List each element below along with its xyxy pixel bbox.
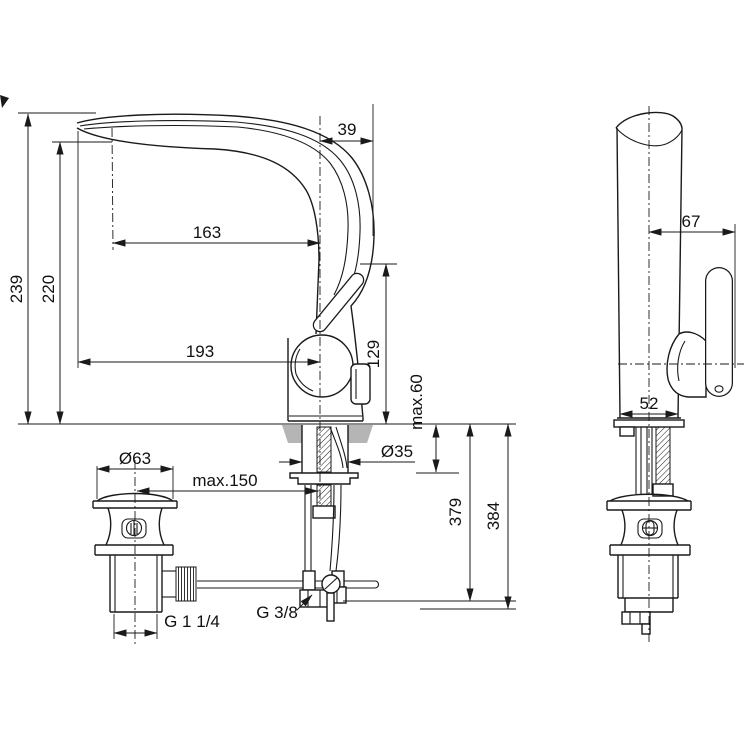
dim-379: 379 (446, 498, 465, 526)
dim-163: 163 (193, 223, 221, 242)
dim-max60: max.60 (407, 374, 426, 430)
dim-239: 239 (7, 275, 26, 303)
faucet-front-body (76, 113, 375, 422)
dimensions: 239 220 163 193 39 129 max.60 Ø63 Ø35 ma… (0, 95, 736, 639)
popup-waste-front (92, 492, 197, 613)
side-outlet-front (350, 363, 371, 405)
dim-dia35: Ø35 (381, 442, 413, 461)
centerlines (111, 106, 744, 646)
dim-52: 52 (640, 394, 659, 413)
dim-max150: max.150 (192, 471, 257, 490)
underdeck-front (197, 425, 380, 622)
dim-dia63: Ø63 (119, 449, 151, 468)
dim-39: 39 (338, 120, 357, 139)
surface-arrow (0, 95, 9, 108)
dim-g38: G 3/8 (256, 603, 298, 622)
faucet-side-body (615, 111, 733, 419)
side-view (606, 111, 733, 635)
cartridge-housing-front (290, 334, 354, 398)
dim-129: 129 (364, 340, 383, 368)
lever-screw-plug (714, 385, 724, 393)
popup-waste-side (606, 493, 692, 635)
dim-384: 384 (484, 502, 503, 530)
dim-220: 220 (39, 275, 58, 303)
dim-67: 67 (682, 212, 701, 231)
lever-handle-front (312, 272, 365, 333)
deck-section (282, 425, 373, 443)
front-view (18, 113, 516, 622)
underdeck-side (613, 419, 685, 497)
dim-193: 193 (186, 342, 214, 361)
dim-g114: G 1 1/4 (164, 612, 220, 631)
